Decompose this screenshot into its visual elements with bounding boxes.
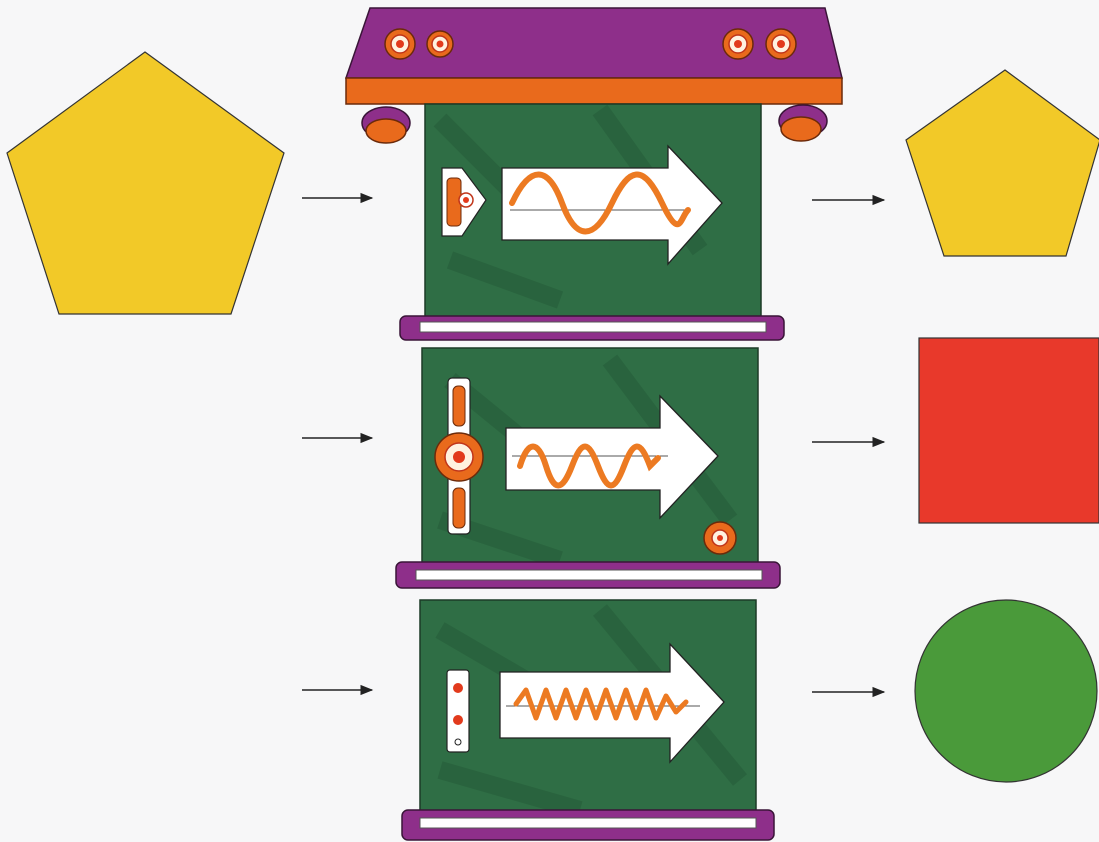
side-lamp-icon [778,104,828,142]
side-lamp-icon [361,106,411,144]
input-pentagon [6,51,285,315]
machine-panel-3 [419,599,757,819]
rivet-icon [384,28,416,60]
output-circle [914,599,1098,783]
panel-connector [399,315,785,341]
button-strip-control [446,669,470,753]
rivet-icon [722,28,754,60]
machine-panel-1 [424,103,762,319]
transformer-machine [344,7,843,841]
signal-arrow [499,642,725,764]
output-pentagon [905,69,1099,257]
signal-arrow [501,144,723,266]
machine-roof [344,7,843,144]
rivet-icon [703,521,737,555]
dial-slider-control [434,377,484,535]
rivet-icon [765,28,797,60]
panel-connector [395,561,781,589]
output-square [918,337,1099,524]
machine-panel-2 [421,347,759,569]
rivet-icon [426,30,454,58]
signal-arrow [505,394,719,520]
knob-slider-control [441,167,487,237]
panel-connector [401,809,775,841]
